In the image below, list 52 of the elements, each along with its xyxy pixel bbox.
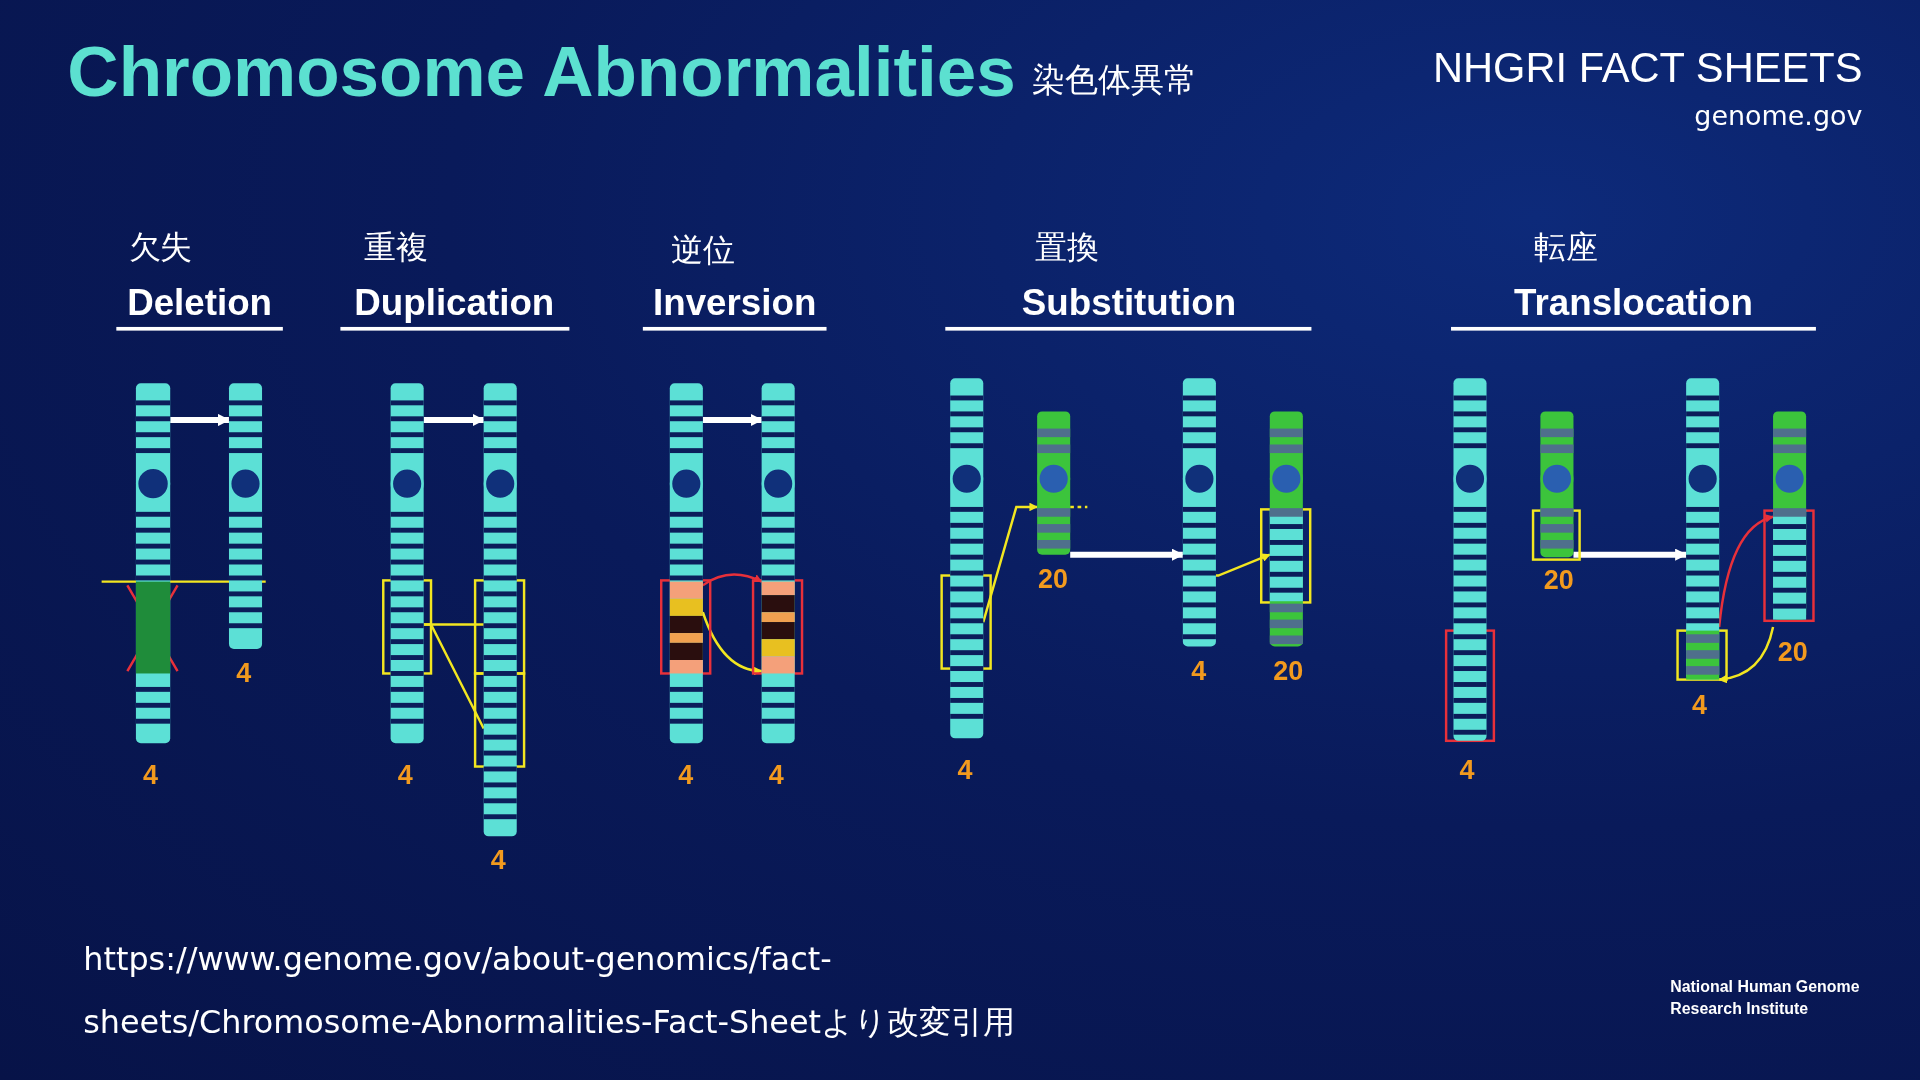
chromosome-drawing: [135, 383, 171, 744]
chromosome-number: 20: [1543, 564, 1574, 597]
arrow: [1573, 548, 1688, 561]
arrow: [702, 413, 763, 427]
heading-text: 重複: [363, 228, 428, 268]
chromosome-number: 4: [957, 754, 973, 787]
chromosome-drawing: [229, 383, 263, 649]
chromosome-drawing: [1453, 378, 1487, 741]
chromosome-drawing: [1037, 411, 1071, 555]
chromosome-number: 4: [1459, 754, 1475, 787]
heading-text: Substitution: [1021, 281, 1237, 324]
heading-text: Deletion: [127, 281, 273, 324]
institute-name: National Human Genome Research Institute: [1670, 976, 1861, 1020]
title: Chromosome Abnormalities: [67, 29, 1016, 112]
chromosome-drawing: [1269, 411, 1303, 647]
chromosome-number: 20: [1038, 563, 1069, 596]
source-note: https://www.genome.gov/about-genomics/fact-sheets/Chromosome-Abnormalities-Fact-Sheetより改変引用: [83, 939, 1016, 1043]
chromosome-drawing: [761, 383, 795, 744]
chromosome-drawing: [390, 383, 424, 744]
chromosome-number: 4: [1692, 689, 1708, 722]
chromosome-number: 4: [490, 844, 506, 877]
arrow: [702, 573, 763, 587]
heading-text: 置換: [1034, 228, 1099, 268]
chromosome-drawing: [1182, 378, 1216, 647]
header-text: NHGRI FACT SHEETS: [1432, 44, 1863, 92]
chromosome-drawing: [669, 383, 703, 744]
header-text: genome.gov: [1694, 100, 1863, 131]
arrow: [423, 413, 485, 427]
heading-text: Inversion: [653, 281, 817, 324]
chromosome-number: 4: [768, 759, 784, 791]
chromosome-drawing: [1773, 411, 1807, 620]
subtitle: 染色体異常: [1032, 59, 1198, 100]
heading-text: Duplication: [354, 281, 555, 324]
heading-text: 欠失: [128, 228, 193, 268]
heading-text: Translocation: [1514, 281, 1753, 324]
chromosome-number: 20: [1777, 636, 1808, 669]
arrow: [982, 502, 1038, 623]
chromosome-drawing: [1686, 378, 1720, 680]
chromosome-number: 4: [678, 759, 694, 791]
heading-text: 逆位: [671, 230, 735, 271]
chromosome-drawing: [483, 383, 517, 837]
connector-line: [423, 623, 485, 730]
chromosome-number: 4: [1191, 655, 1207, 687]
heading-text: 転座: [1534, 228, 1598, 268]
arrow: [701, 611, 763, 675]
chromosome-number: 4: [236, 657, 252, 690]
chromosome-number: 4: [397, 759, 413, 791]
chromosome-number: 4: [143, 759, 159, 791]
chromosome-drawing: [1540, 411, 1574, 558]
chromosome-drawing: [950, 378, 984, 739]
chromosome-number: 20: [1273, 655, 1304, 687]
arrow: [1215, 553, 1271, 577]
